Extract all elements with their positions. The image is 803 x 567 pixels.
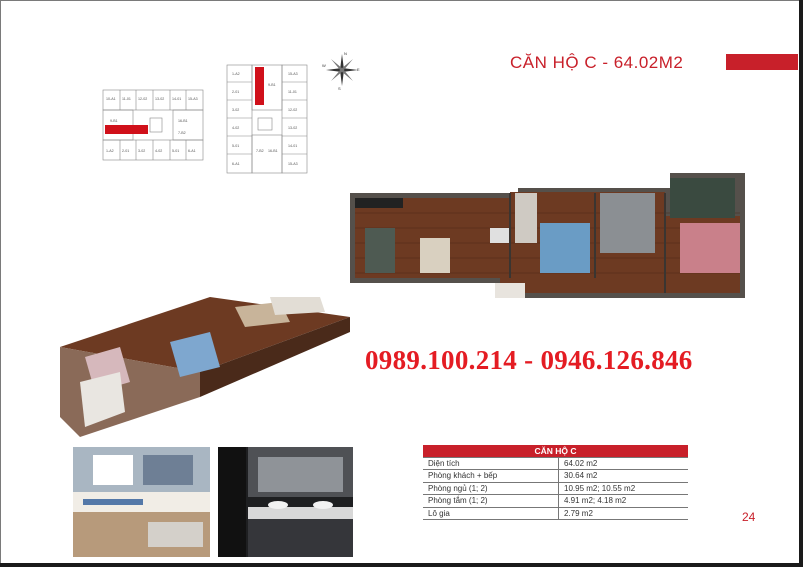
- kp-label: 3-02: [138, 149, 145, 153]
- contact-phone[interactable]: 0989.100.214 - 0946.126.846: [365, 345, 693, 375]
- kp-label: 13-02: [288, 126, 297, 130]
- table-row: Phòng ngủ (1; 2) 10.95 m2; 10.55 m2: [423, 482, 688, 495]
- kp-label: 4-02: [155, 149, 162, 153]
- building-keyplan-vertical: 1-A2 9-B1 15-A3 2-01 11-01 3-02 12-02 4-…: [226, 64, 308, 174]
- apartment-floor-plan-2d: [350, 173, 745, 298]
- spec-label: Phòng tắm (1; 2): [423, 494, 559, 508]
- kp-label: 5-01: [232, 144, 239, 148]
- compass-label: S: [338, 86, 341, 90]
- kp-label: 14-01: [172, 97, 181, 101]
- kp-label: 15-A3: [288, 162, 298, 166]
- bathroom-photo: [218, 447, 353, 557]
- page-title: CĂN HỘ C - 64.02M2: [510, 53, 684, 72]
- kp-label: 6-A1: [188, 149, 196, 153]
- spec-value: 4.91 m2; 4.18 m2: [558, 494, 688, 508]
- spec-label: Phòng khách + bếp: [423, 469, 559, 483]
- frame-shadow-right: [799, 0, 803, 567]
- kp-label: 6-A1: [232, 162, 240, 166]
- kp-label: 2-01: [122, 149, 129, 153]
- kp-label: 1-A2: [106, 149, 114, 153]
- spec-value: 30.64 m2: [558, 469, 688, 483]
- kp-label: 12-02: [138, 97, 147, 101]
- apartment-floor-plan-3d: [60, 297, 350, 437]
- spec-value: 2.79 m2: [558, 507, 688, 520]
- page-number: 24: [742, 510, 756, 524]
- compass-label: N: [344, 51, 347, 56]
- kp-label: 2-01: [232, 90, 239, 94]
- kp-label: 4-02: [232, 126, 239, 130]
- table-row: Phòng khách + bếp 30.64 m2: [423, 469, 688, 483]
- table-row: Lô gia 2.79 m2: [423, 507, 688, 520]
- kp-label: 7-B2: [256, 149, 264, 153]
- kp-label: 5-01: [172, 149, 179, 153]
- kp-label: 10-A1: [106, 97, 116, 101]
- title-accent-bar: [726, 54, 798, 70]
- kp-label: 9-B1: [110, 119, 118, 123]
- bedroom-photo: [73, 447, 210, 557]
- compass-icon: N E S W: [322, 51, 360, 90]
- spec-value: 10.95 m2; 10.55 m2: [558, 482, 688, 495]
- kp-label: 16-B1: [268, 149, 278, 153]
- kp-label: 3-02: [232, 108, 239, 112]
- table-row: Phòng tắm (1; 2) 4.91 m2; 4.18 m2: [423, 494, 688, 508]
- kp-label: 15-A3: [188, 97, 198, 101]
- kp-label: 9-B1: [268, 83, 276, 87]
- kp-label: 15-A3: [288, 72, 298, 76]
- compass-label: W: [322, 63, 326, 68]
- kp-label: 12-02: [288, 108, 297, 112]
- kp-label: 7-B2: [178, 131, 186, 135]
- kp-label: 1-A2: [232, 72, 240, 76]
- spec-header: CĂN HỘ C: [423, 445, 688, 458]
- frame-shadow-bottom: [0, 563, 803, 567]
- compass-label: E: [357, 67, 360, 72]
- spec-label: Diện tích: [423, 457, 559, 470]
- kp-label: 11-01: [122, 97, 131, 101]
- kp-label: 16-B1: [178, 119, 188, 123]
- spec-label: Phòng ngủ (1; 2): [423, 482, 559, 495]
- spec-value: 64.02 m2: [558, 457, 688, 470]
- kp-label: 11-01: [288, 90, 297, 94]
- building-keyplan-horizontal: 10-A1 11-01 12-02 13-02 14-01 15-A3 9-B1…: [102, 89, 204, 161]
- spec-label: Lô gia: [423, 507, 559, 520]
- kp-label: 13-02: [155, 97, 164, 101]
- table-row: Diện tích 64.02 m2: [423, 457, 688, 470]
- apartment-spec-table: CĂN HỘ C Diện tích 64.02 m2 Phòng khách …: [423, 445, 688, 520]
- kp-label: 14-01: [288, 144, 297, 148]
